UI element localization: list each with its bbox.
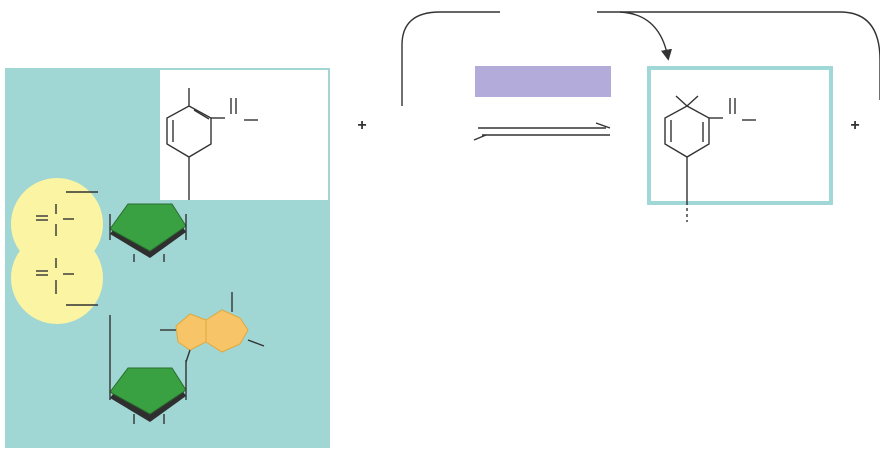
nicotinamide-ring-oxidized [166,88,258,200]
top-bracket-line [620,11,880,100]
phosphate-bonds [36,191,98,306]
phosphate-bubbles [11,178,103,324]
plus-sign-2: + [850,117,859,134]
adenine-base [160,292,265,363]
nicotinamide-ring-reduced [664,95,756,222]
ribose-upper [109,203,187,262]
enzyme-label-bar [475,66,611,97]
plus-sign-1: + [357,117,366,134]
product-highlight-box [647,66,833,205]
equilibrium-arrows-icon [473,122,611,141]
ribose-lower [109,315,187,424]
nicotinamide-highlight-box [160,70,328,200]
phosphate-bubble-2 [11,232,103,324]
